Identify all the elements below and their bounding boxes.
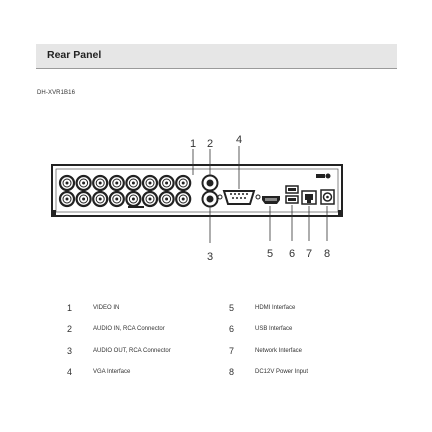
video-in-bnc-connector xyxy=(125,174,142,192)
video-in-bnc-connector xyxy=(92,190,109,208)
callout-5: 5 xyxy=(267,248,273,260)
legend-label: DC12V Power Input xyxy=(255,369,309,375)
video-in-bnc-connector xyxy=(158,190,175,208)
legend-label: Network Interface xyxy=(255,348,303,354)
video-in-bnc-connector xyxy=(92,174,109,192)
legend-number: 7 xyxy=(229,346,235,356)
video-in-bnc-connector xyxy=(58,190,76,208)
legend-label: VGA Interface xyxy=(93,369,131,375)
legend-label: AUDIO OUT, RCA Connector xyxy=(93,348,171,354)
audio-out-rca-connector xyxy=(201,190,219,208)
legend-number: 8 xyxy=(229,367,235,377)
section-title: Rear Panel xyxy=(47,49,102,61)
callout-4: 4 xyxy=(236,134,242,146)
video-in-bnc-connector xyxy=(108,174,125,192)
callout-2: 2 xyxy=(207,138,213,150)
vga-interface xyxy=(217,190,261,205)
leader-lines xyxy=(192,146,328,243)
callout-3: 3 xyxy=(207,251,213,263)
video-in-bnc-group xyxy=(58,174,192,208)
legend-label: VIDEO IN xyxy=(93,305,120,311)
callout-6: 6 xyxy=(289,248,295,260)
model-label: DH-XVR1B16 xyxy=(37,90,76,96)
hdmi-interface xyxy=(262,196,280,204)
chassis-inner-frame xyxy=(55,168,339,213)
legend-label: AUDIO IN, RCA Connector xyxy=(93,326,165,332)
video-in-bnc-connector xyxy=(141,174,159,192)
video-in-bnc-connector xyxy=(175,190,192,208)
legend-number: 1 xyxy=(67,303,73,313)
callout-7: 7 xyxy=(306,248,312,260)
video-in-bnc-connector xyxy=(158,174,175,192)
dc12v-power-input xyxy=(320,189,335,205)
audio-in-rca-connector xyxy=(201,174,219,192)
network-interface xyxy=(301,190,317,205)
legend-number: 3 xyxy=(67,346,73,356)
video-in-bnc-connector xyxy=(108,190,125,208)
callout-8: 8 xyxy=(324,248,330,260)
video-in-bnc-connector xyxy=(58,174,76,192)
video-in-bnc-connector xyxy=(141,190,159,208)
ground-screw-icon xyxy=(316,173,331,179)
legend-number: 5 xyxy=(229,303,235,313)
legend-number: 4 xyxy=(67,367,73,377)
legend-label: USB Interface xyxy=(255,326,293,332)
callout-1: 1 xyxy=(190,138,196,150)
video-in-bnc-connector xyxy=(75,174,92,192)
section-heading: Rear Panel xyxy=(36,44,397,69)
usb-interface xyxy=(285,185,299,204)
legend-number: 2 xyxy=(67,324,73,334)
video-in-bnc-connector xyxy=(175,174,192,192)
legend-label: HDMI Interface xyxy=(255,305,296,311)
video-in-bnc-connector xyxy=(75,190,92,208)
legend-number: 6 xyxy=(229,324,235,334)
